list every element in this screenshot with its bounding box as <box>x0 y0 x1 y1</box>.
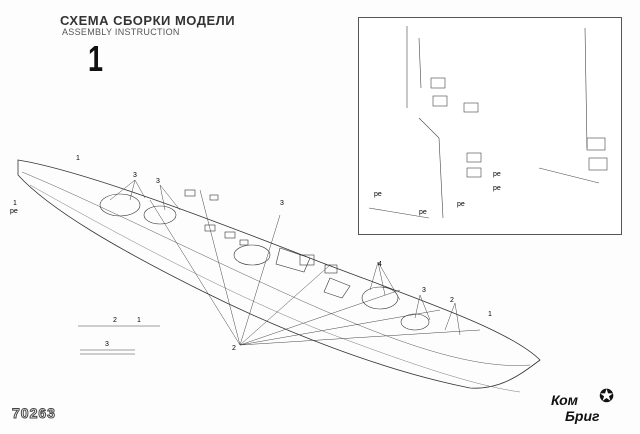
hull-side <box>29 184 521 393</box>
ruler-label-3: 3 <box>105 341 109 348</box>
part-ruler <box>78 325 160 355</box>
brand-logo: Ком Бриг ✪ <box>545 386 625 430</box>
inset-pe-4: pe <box>493 185 501 192</box>
deck-details <box>99 189 430 331</box>
inset-pe-2: pe <box>419 209 427 216</box>
title-russian: СХЕМА СБОРКИ МОДЕЛИ <box>60 13 236 28</box>
callout-2-keel: 2 <box>232 345 236 352</box>
inset-pe-5: pe <box>457 201 465 208</box>
deck-edge <box>21 171 531 366</box>
detail-inset: pe pe pe pe pe <box>358 17 622 235</box>
callout-3-mid: 3 <box>156 178 160 185</box>
logo-text-line1: Ком <box>551 392 578 408</box>
logo-text-line2: Бриг <box>565 408 600 424</box>
star-icon: ✪ <box>599 386 615 406</box>
callout-4: 4 <box>378 261 382 268</box>
title-english: ASSEMBLY INSTRUCTION <box>62 27 180 37</box>
hull-outline <box>17 159 541 389</box>
callout-3-deck: 3 <box>280 200 284 207</box>
inset-pe-3: pe <box>493 171 501 178</box>
kit-code: 70263 <box>12 405 56 422</box>
callout-3-fore: 3 <box>133 172 137 179</box>
callout-pe-bow: pe <box>10 208 18 215</box>
step-number: 1 <box>88 38 104 79</box>
rigging-lines <box>109 179 481 346</box>
callout-1-stern: 1 <box>488 311 492 318</box>
ruler-label-1: 1 <box>137 317 141 324</box>
ruler-label-2: 2 <box>113 317 117 324</box>
inset-pe-1: pe <box>374 191 382 198</box>
mast-detail-drawing: pe pe pe pe pe <box>368 26 608 219</box>
callout-3-aft: 3 <box>422 287 426 294</box>
callout-1-mast: 1 <box>13 200 17 207</box>
callout-1-bow: 1 <box>76 155 80 162</box>
callout-2-aft: 2 <box>450 297 454 304</box>
